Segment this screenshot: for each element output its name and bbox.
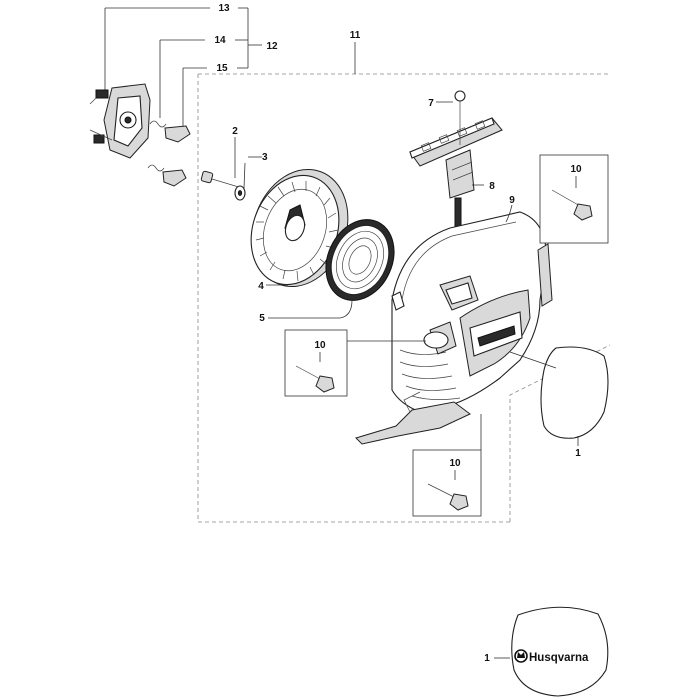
callout-14: 14 bbox=[214, 35, 226, 46]
callout-9: 9 bbox=[509, 195, 515, 206]
callout-8: 8 bbox=[489, 181, 495, 192]
callout-7: 7 bbox=[428, 98, 434, 109]
callout-15: 15 bbox=[216, 63, 228, 74]
washer-3 bbox=[234, 185, 246, 201]
pulley-4 bbox=[250, 168, 349, 288]
screw-2 bbox=[200, 170, 243, 189]
screw-box-10-upper bbox=[539, 154, 609, 244]
callout-11: 11 bbox=[350, 30, 361, 41]
callout-10-lower: 10 bbox=[449, 458, 461, 469]
callout-2: 2 bbox=[232, 126, 238, 137]
callout-5: 5 bbox=[259, 313, 265, 324]
callout-1-detail: 1 bbox=[484, 653, 490, 664]
decal-detail bbox=[494, 606, 609, 697]
callout-tree-12 bbox=[104, 7, 262, 128]
spring-14b bbox=[147, 164, 165, 172]
starter-handle bbox=[409, 117, 503, 229]
husqvarna-crown-icon bbox=[514, 649, 528, 663]
callout-10-upper: 10 bbox=[570, 164, 582, 175]
brand-logo-text: Husqvarna bbox=[529, 652, 589, 664]
callout-4: 4 bbox=[258, 281, 264, 292]
pawl-15a bbox=[164, 125, 191, 143]
callout-3: 3 bbox=[262, 152, 268, 163]
callout-1-decal: 1 bbox=[575, 448, 581, 459]
recoil-spring-5 bbox=[325, 219, 395, 301]
starter-housing-9 bbox=[355, 211, 553, 445]
pawl-15b bbox=[162, 169, 187, 187]
spring-14a bbox=[149, 120, 167, 128]
decal-1 bbox=[509, 346, 609, 439]
screw-box-10-middle bbox=[284, 329, 426, 397]
callout-10-middle: 10 bbox=[314, 340, 326, 351]
callout-12: 12 bbox=[266, 41, 278, 52]
screw-box-10-lower bbox=[412, 414, 482, 517]
callout-13: 13 bbox=[218, 3, 230, 14]
pawl-bracket-assembly bbox=[89, 83, 151, 159]
rope-guide-7 bbox=[454, 90, 466, 145]
